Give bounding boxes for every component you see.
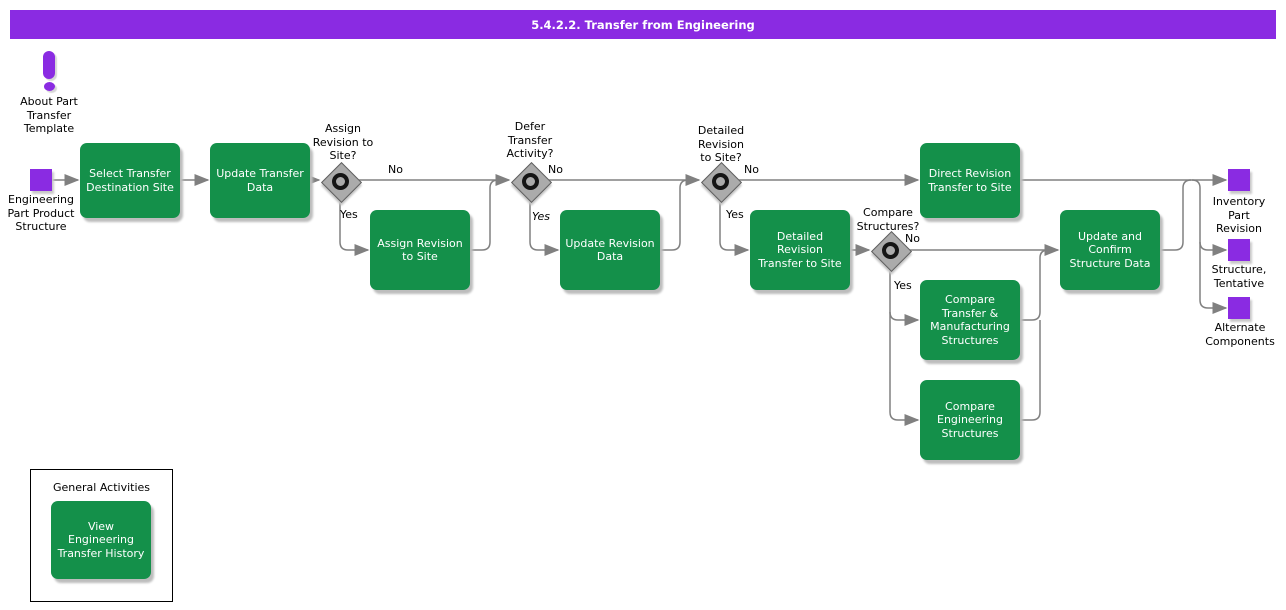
- task-detailed-revision-transfer-to-site[interactable]: Detailed Revision Transfer to Site: [750, 210, 850, 290]
- gateway-circle-icon: [881, 241, 899, 259]
- about-label: About Part Transfer Template: [20, 95, 78, 135]
- connector-update-revision-return: [660, 179, 689, 251]
- decision-defer-question: Defer Transfer Activity?: [506, 120, 554, 160]
- connector-update-confirm-return: [1160, 179, 1192, 251]
- task-view-engineering-transfer-history[interactable]: View Engineering Transfer History: [51, 501, 151, 579]
- task-update-and-confirm-structure-data[interactable]: Update and Confirm Structure Data: [1060, 210, 1160, 290]
- decision-detailed-question: Detailed Revision to Site?: [697, 124, 745, 164]
- decision-compare-yes-label: Yes: [894, 279, 912, 292]
- task-update-revision-data[interactable]: Update Revision Data: [560, 210, 660, 290]
- event-alternate-label: Alternate Components: [1205, 321, 1275, 348]
- connector-assign-yes: [339, 200, 370, 256]
- about-exclamation-icon[interactable]: [43, 51, 55, 79]
- connector-compare-yes-engineering: [889, 269, 920, 426]
- event-alternate-components[interactable]: [1228, 297, 1250, 319]
- connector-compare-mfg-return: [1020, 249, 1049, 321]
- event-engineering-part-product-structure[interactable]: [30, 169, 52, 191]
- general-activities-panel: General Activities View Engineering Tran…: [30, 469, 173, 602]
- decision-assign-no-label: No: [388, 163, 403, 176]
- decision-defer-no-label: No: [548, 163, 563, 176]
- connector-assign-revision-return: [470, 179, 499, 251]
- connector-branch-to-tentative: [1199, 241, 1228, 256]
- gateway-circle-icon: [521, 172, 539, 190]
- event-engineering-label: Engineering Part Product Structure: [7, 193, 75, 233]
- task-compare-transfer-manufacturing-structures[interactable]: Compare Transfer & Manufacturing Structu…: [920, 280, 1020, 360]
- decision-compare-no-label: No: [905, 232, 920, 245]
- event-structure-tentative[interactable]: [1228, 239, 1250, 261]
- event-inventory-label: Inventory Part Revision: [1212, 195, 1266, 235]
- event-inventory-part-revision[interactable]: [1228, 169, 1250, 191]
- diagram-title: 5.4.2.2. Transfer from Engineering: [10, 10, 1276, 39]
- general-activities-title: General Activities: [52, 481, 151, 494]
- decision-defer-yes-label: Yes: [532, 210, 551, 223]
- connector-branch-to-alternate: [1191, 179, 1228, 314]
- decision-assign-yes-label: Yes: [340, 208, 358, 221]
- gateway-circle-icon: [711, 172, 729, 190]
- decision-detailed-yes-label: Yes: [726, 208, 744, 221]
- task-assign-revision-to-site[interactable]: Assign Revision to Site: [370, 210, 470, 290]
- connector-compare-eng-return: [1020, 320, 1041, 421]
- task-compare-engineering-structures[interactable]: Compare Engineering Structures: [920, 380, 1020, 460]
- connector-compare-yes-transfer-mfg: [889, 311, 920, 326]
- connector-defer-yes: [529, 200, 560, 256]
- about-exclamation-dot-icon[interactable]: [44, 82, 55, 91]
- decision-detailed-no-label: No: [744, 163, 759, 176]
- decision-compare-question: Compare Structures?: [856, 206, 920, 233]
- task-direct-revision-transfer-to-site[interactable]: Direct Revision Transfer to Site: [920, 143, 1020, 218]
- connector-detailed-yes: [719, 200, 750, 256]
- task-select-transfer-destination-site[interactable]: Select Transfer Destination Site: [80, 143, 180, 218]
- decision-assign-question: Assign Revision to Site?: [312, 122, 374, 162]
- event-tentative-label: Structure, Tentative: [1211, 263, 1267, 290]
- task-update-transfer-data[interactable]: Update Transfer Data: [210, 143, 310, 218]
- gateway-circle-icon: [331, 172, 349, 190]
